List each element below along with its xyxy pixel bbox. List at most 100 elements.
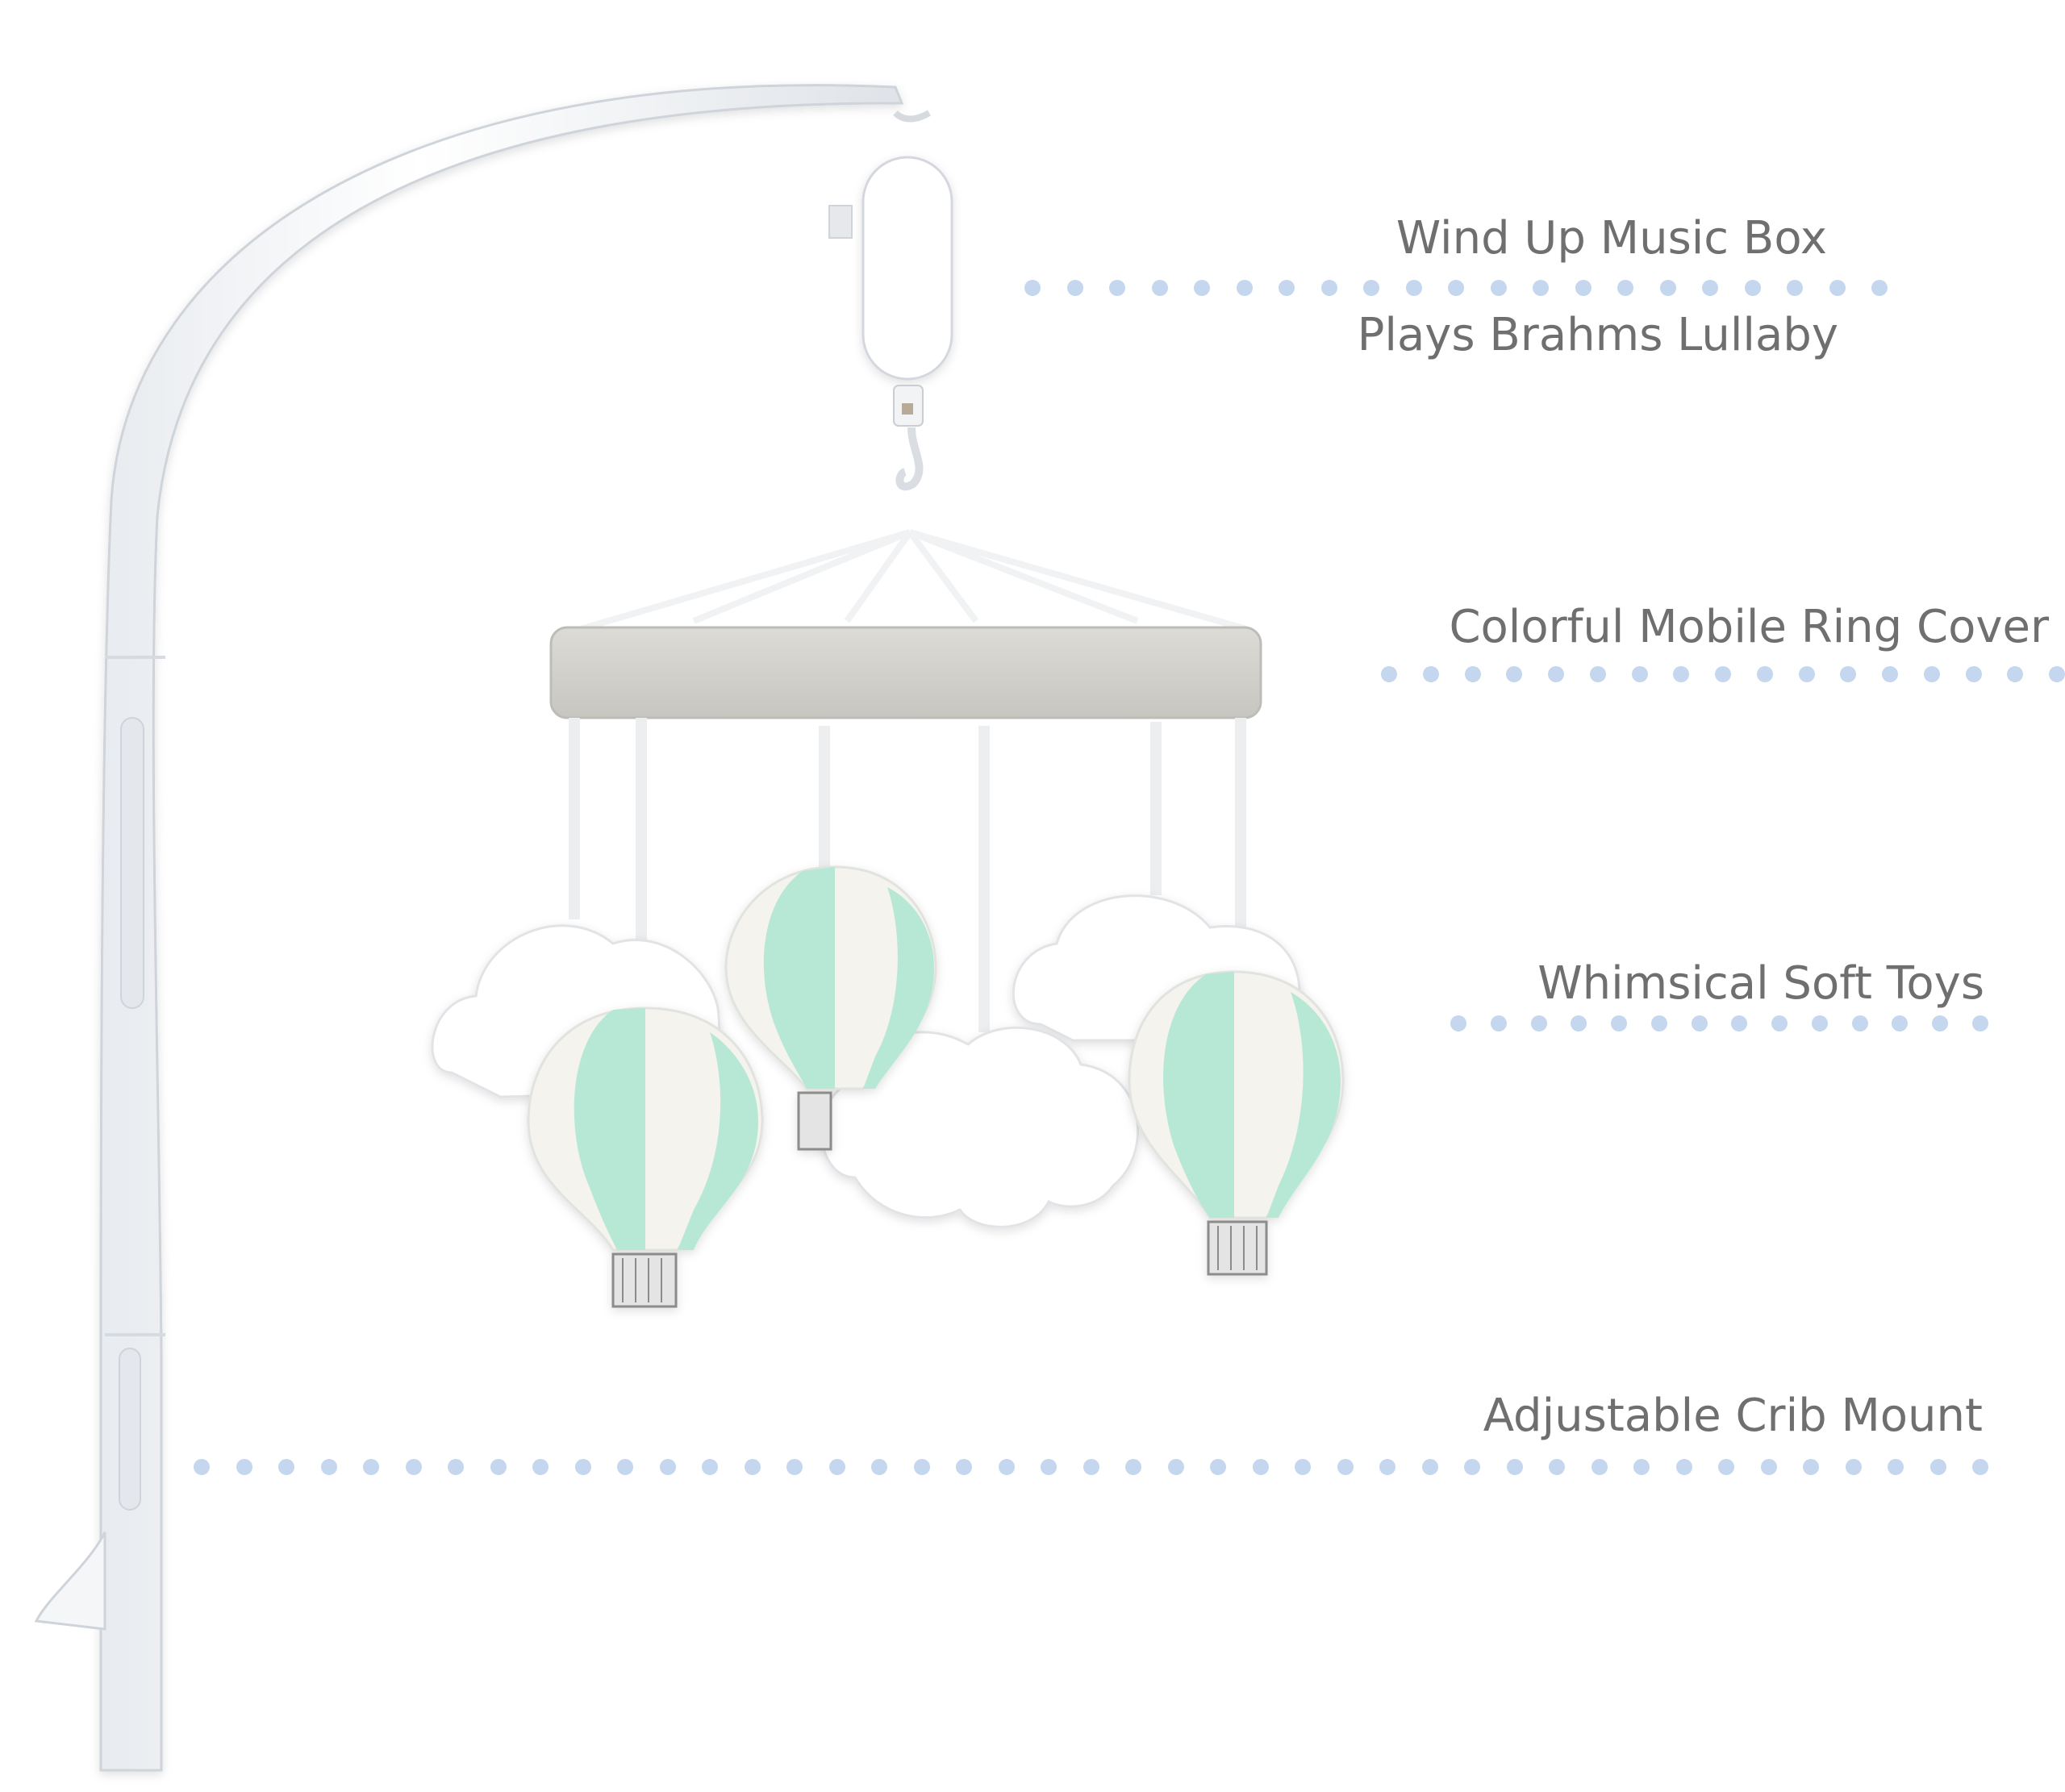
hanging-ribbons (569, 718, 1246, 1032)
ring-strings (579, 529, 1248, 632)
callout-dot (998, 1459, 1015, 1475)
callout-dot (1633, 1459, 1650, 1475)
callout-dot (702, 1459, 718, 1475)
callout-dot (786, 1459, 803, 1475)
crib-mount-dotted-line (194, 1459, 1988, 1475)
callout-dot (278, 1459, 294, 1475)
callout-dot (1337, 1459, 1354, 1475)
callout-dot (1533, 280, 1549, 296)
callout-dot (1589, 666, 1606, 682)
callout-dot (1575, 280, 1592, 296)
callout-dot (1210, 1459, 1226, 1475)
callout-dot (1548, 666, 1564, 682)
callout-dot (1167, 1459, 1184, 1475)
callout-dot (1923, 666, 1940, 682)
callout-dot (1450, 1015, 1466, 1031)
callout-dot (1194, 280, 1210, 296)
callout-dot (1702, 280, 1718, 296)
callout-dot (1066, 280, 1083, 296)
callout-dot (1882, 666, 1898, 682)
callout-dot (1760, 1459, 1777, 1475)
callout-dot (1506, 666, 1523, 682)
callout-dot (1448, 280, 1464, 296)
callout-dot (1840, 666, 1857, 682)
callout-dot (532, 1459, 549, 1475)
callout-dot (1845, 1459, 1862, 1475)
callout-dot (1464, 666, 1481, 682)
callout-dot (1363, 280, 1379, 296)
callout-dot (1972, 1015, 1988, 1031)
callout-dot (1972, 1459, 1988, 1475)
ring-cover-label: Colorful Mobile Ring Cover (1449, 601, 2049, 653)
callout-dot (320, 1459, 337, 1475)
callout-dot (1650, 1015, 1667, 1031)
crib-mount-label: Adjustable Crib Mount (1483, 1390, 1983, 1442)
callout-dot (1279, 280, 1295, 296)
callout-dot (1871, 280, 1888, 296)
callout-dot (1811, 1015, 1828, 1031)
callout-dot (1421, 1459, 1438, 1475)
callout-dot (2007, 666, 2024, 682)
callout-dot (1787, 280, 1803, 296)
callout-dot (1731, 1015, 1748, 1031)
callout-dot (1379, 1459, 1395, 1475)
callout-dot (1381, 666, 1397, 682)
callout-dot (1422, 666, 1439, 682)
callout-dot (1659, 280, 1676, 296)
callout-dot (956, 1459, 972, 1475)
music-box-label: Wind Up Music Box (1395, 212, 1827, 265)
callout-dot (1691, 1015, 1708, 1031)
callout-dot (1756, 666, 1773, 682)
callout-dot (1631, 666, 1648, 682)
hot-air-balloon-toy (724, 865, 937, 1151)
callout-dot (1965, 666, 1982, 682)
callout-dot (194, 1459, 210, 1475)
callout-dot (1611, 1015, 1628, 1031)
callout-dot (1490, 280, 1507, 296)
callout-dot (1041, 1459, 1057, 1475)
callout-dot (2049, 666, 2065, 682)
callout-dot (1236, 280, 1253, 296)
callout-dot (1803, 1459, 1819, 1475)
callout-dot (1771, 1015, 1788, 1031)
callout-dot (1295, 1459, 1311, 1475)
callout-dot (574, 1459, 591, 1475)
callout-dot (1591, 1459, 1608, 1475)
callout-dot (1490, 1015, 1507, 1031)
callout-dot (913, 1459, 930, 1475)
music-box-sublabel: Plays Brahms Lullaby (1357, 309, 1838, 361)
callout-dot (1829, 280, 1846, 296)
callout-dot (1125, 1459, 1141, 1475)
callout-dot (1506, 1459, 1523, 1475)
callout-dot (1851, 1015, 1868, 1031)
callout-dot (1083, 1459, 1099, 1475)
callout-dot (828, 1459, 845, 1475)
callout-dot (363, 1459, 379, 1475)
callout-dot (1320, 280, 1337, 296)
callout-dot (1530, 1015, 1547, 1031)
callout-dot (448, 1459, 464, 1475)
hot-air-balloon-toy (527, 1006, 764, 1308)
callout-dot (1673, 666, 1690, 682)
callout-dot (1715, 666, 1731, 682)
callout-dot (1932, 1015, 1949, 1031)
callout-dot (1718, 1459, 1734, 1475)
mobile-ring (549, 626, 1262, 719)
callout-dot (1571, 1015, 1587, 1031)
music-box (828, 110, 953, 491)
ring-cover-dotted-line (1381, 666, 2065, 682)
callout-dot (617, 1459, 633, 1475)
callout-dot (1617, 280, 1633, 296)
callout-dot (1252, 1459, 1269, 1475)
callout-dot (1675, 1459, 1692, 1475)
callout-dot (659, 1459, 676, 1475)
callout-dot (1405, 280, 1422, 296)
callout-dot (1892, 1015, 1909, 1031)
soft-toys-label: Whimsical Soft Toys (1537, 957, 1984, 1010)
callout-dot (871, 1459, 887, 1475)
music-box-dotted-line (1024, 280, 1888, 296)
callout-dot (1109, 280, 1125, 296)
callout-dot (1151, 280, 1168, 296)
crib-mount-arm (34, 84, 904, 1772)
